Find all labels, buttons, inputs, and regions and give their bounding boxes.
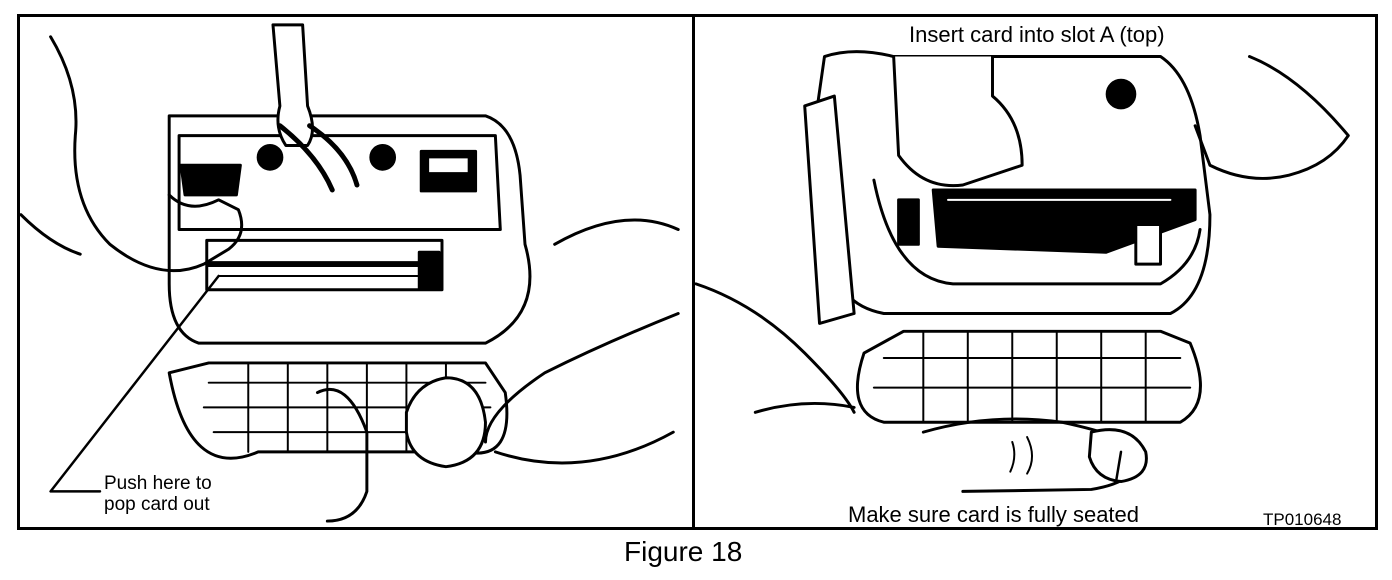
- fully-seated-label: Make sure card is fully seated: [848, 502, 1140, 527]
- push-here-callout: Push here to pop card out: [104, 473, 212, 515]
- push-label-line-2: pop card out: [104, 493, 210, 515]
- left-illustration-panel: Push here to pop card out: [17, 14, 695, 530]
- insert-card-label: Insert card into slot A (top): [909, 22, 1165, 47]
- insert-card-illustration: [695, 50, 1350, 493]
- eject-card-illustration: [20, 23, 680, 523]
- part-number-label: TP010648: [1263, 510, 1342, 529]
- figure-caption: Figure 18: [624, 536, 743, 567]
- right-illustration-panel: Insert card into slot A (top) Make sure …: [692, 14, 1378, 530]
- push-label-line-1: Push here to: [104, 473, 212, 494]
